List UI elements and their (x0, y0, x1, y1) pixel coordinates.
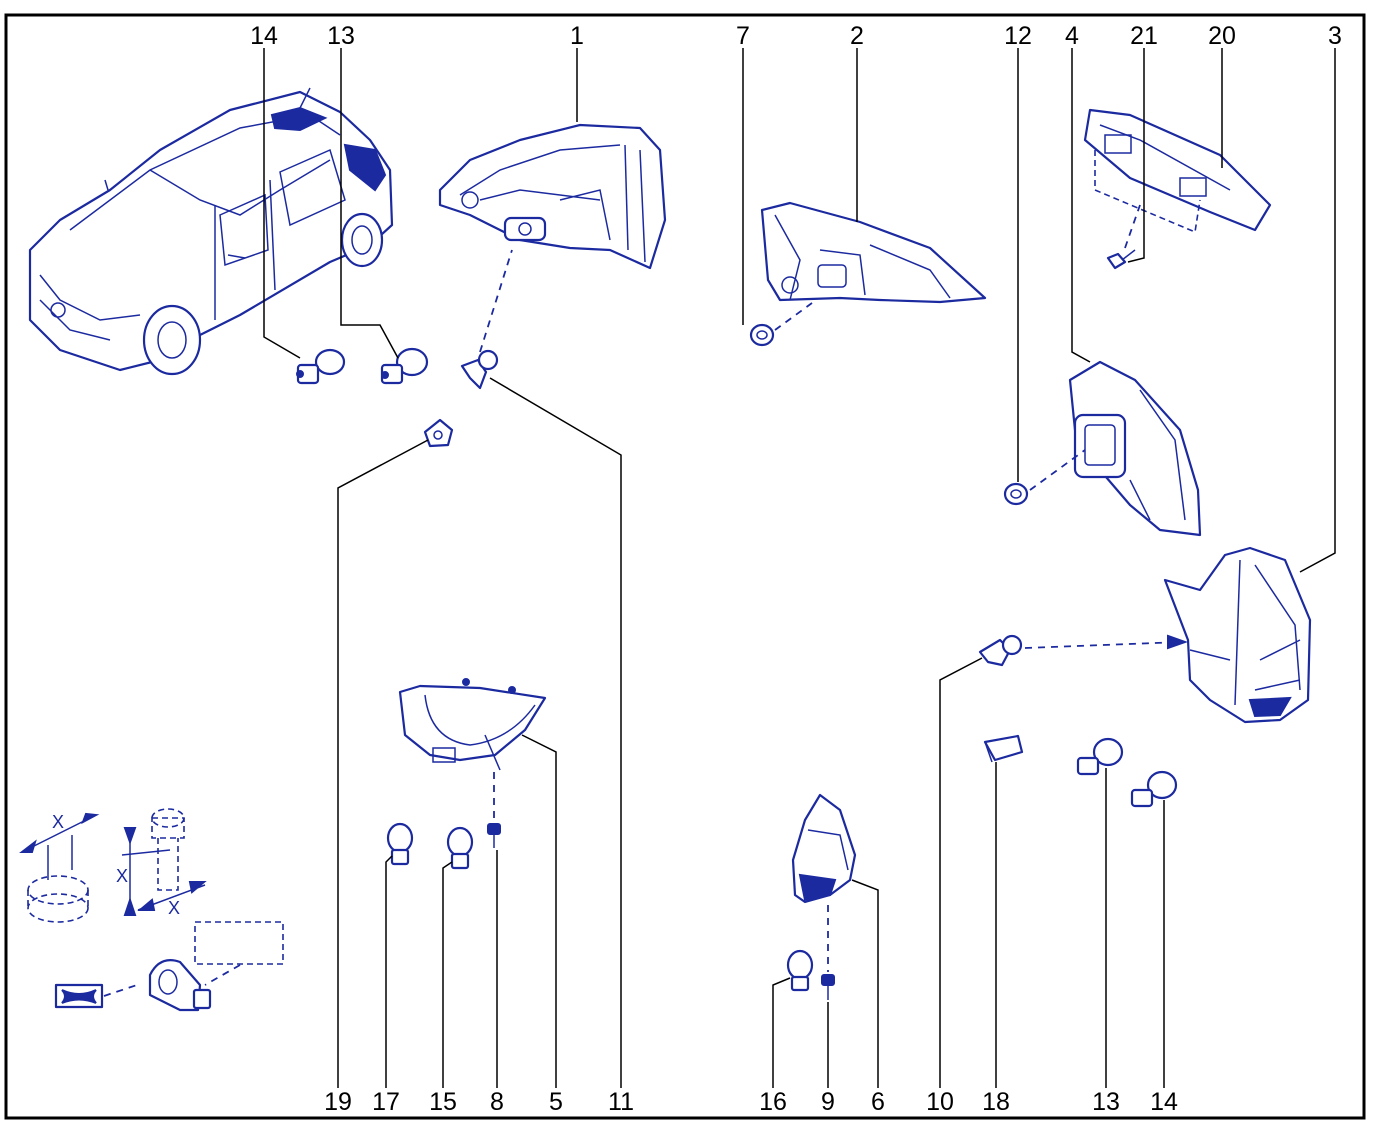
nut-12 (1003, 482, 1029, 506)
bolt-diameter-label: X (168, 898, 180, 918)
bulb-13-bottom (1076, 737, 1124, 776)
callout-20: 20 (1208, 22, 1236, 50)
screw-8 (487, 772, 501, 848)
callout-2: 2 (850, 22, 864, 50)
bulb-holder-18 (983, 734, 1024, 763)
callout-14-top: 14 (250, 22, 278, 50)
nut-7 (749, 323, 775, 347)
arrow-head-10 (1167, 634, 1189, 650)
vehicle-illustration (28, 87, 394, 376)
bulb-14-top (296, 348, 346, 385)
callout-3: 3 (1328, 22, 1342, 50)
assembly-arrow-11 (479, 249, 513, 353)
callout-15: 15 (429, 1088, 457, 1116)
callouts-bottom: 19 17 15 8 5 11 16 9 6 10 18 13 14 (324, 1088, 1178, 1116)
nut-dimension-label: X (52, 812, 64, 832)
callout-6: 6 (871, 1088, 885, 1116)
callout-21: 21 (1130, 22, 1158, 50)
assembly-arrow-7 (774, 302, 813, 331)
callout-9: 9 (821, 1088, 835, 1116)
part-3-rear-lamp-outer (1163, 546, 1312, 724)
legend-bulb-symbol (54, 921, 284, 1012)
part-21-screw (1106, 204, 1141, 270)
callout-13-top: 13 (327, 22, 355, 50)
callout-19: 19 (324, 1088, 352, 1116)
part-20-plate-lamp-housing (1083, 108, 1272, 234)
legend-nut-symbol: X (19, 812, 100, 923)
part-5-fog-lamp (398, 678, 547, 771)
diagram-frame (4, 13, 1366, 1120)
part-2-tail-lamp (760, 201, 987, 304)
bulb-19 (423, 418, 454, 448)
assembly-arrow-10 (1024, 641, 1183, 649)
callouts-top: 14 13 1 7 2 12 4 21 20 3 (250, 22, 1342, 50)
callout-13-bottom: 13 (1092, 1088, 1120, 1116)
callout-10: 10 (926, 1088, 954, 1116)
callout-7: 7 (736, 22, 750, 50)
callout-1: 1 (570, 22, 584, 50)
bulb-holder-10 (978, 634, 1023, 667)
callout-16: 16 (759, 1088, 787, 1116)
assembly-arrow-12 (1029, 449, 1086, 491)
callout-14-bottom: 14 (1150, 1088, 1178, 1116)
bulb-17 (386, 822, 414, 866)
leader-lines (263, 48, 1336, 1088)
part-1-headlamp (438, 123, 667, 270)
callout-8: 8 (490, 1088, 504, 1116)
callout-5: 5 (549, 1088, 563, 1116)
callout-18: 18 (982, 1088, 1010, 1116)
part-4-rear-lamp-inner (1068, 360, 1202, 537)
legend-bolt-symbol: X X (116, 808, 207, 918)
callout-17: 17 (372, 1088, 400, 1116)
callout-12: 12 (1004, 22, 1032, 50)
bulb-13-top (380, 347, 429, 385)
callout-4: 4 (1065, 22, 1079, 50)
callout-11: 11 (608, 1088, 634, 1116)
bulb-16 (786, 949, 814, 992)
bulb-14-bottom (1130, 770, 1178, 808)
part-6-indicator-lamp (791, 793, 857, 904)
screw-9 (821, 905, 835, 1000)
bulb-15 (446, 826, 474, 870)
bulb-holder-11 (460, 349, 499, 390)
bolt-length-label: X (116, 866, 128, 886)
